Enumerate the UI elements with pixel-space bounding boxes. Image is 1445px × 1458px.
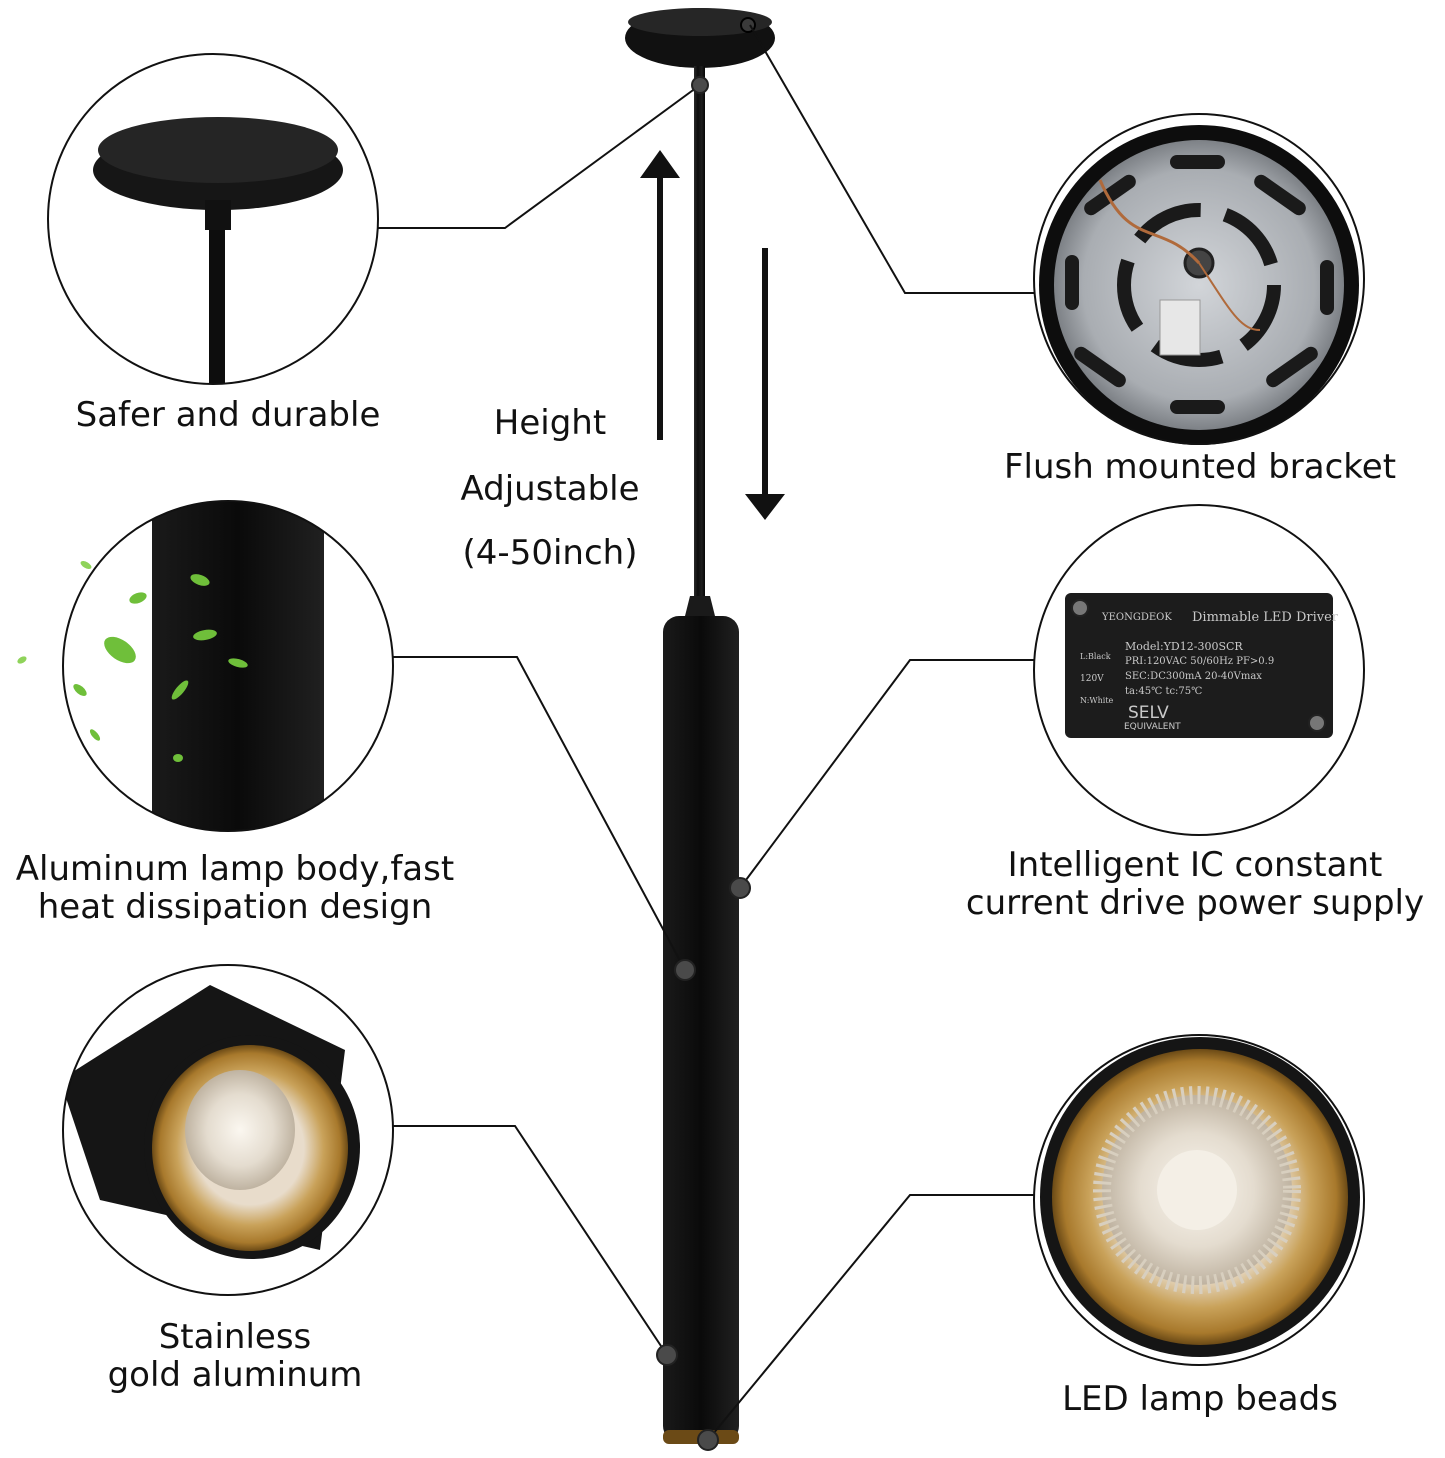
connector-lines: [378, 24, 1036, 1441]
height-arrows: [640, 150, 785, 520]
driver-pri: PRI:120VAC 50/60Hz PF>0.9: [1125, 656, 1274, 667]
driver-caption-line1: Intelligent IC constant: [1007, 845, 1383, 885]
canopy-detail-circle: [47, 53, 379, 385]
height-caption-line2: Adjustable: [460, 469, 640, 509]
height-caption-line1: Height: [493, 403, 607, 443]
gold-caption-line1: Stainless: [158, 1317, 312, 1357]
canopy-caption: Safer and durable: [75, 395, 381, 435]
beads-caption: LED lamp beads: [1062, 1379, 1338, 1419]
driver-model: Model:YD12-300SCR: [1125, 640, 1243, 653]
gold-caption-line2: gold aluminum: [107, 1355, 363, 1395]
driver-brand: YEONGDEOK: [1101, 612, 1172, 623]
driver-equivalent: EQUIVALENT: [1124, 722, 1181, 732]
driver-detail-circle: [1033, 504, 1365, 836]
driver-sec: SEC:DC300mA 20-40Vmax: [1125, 671, 1262, 682]
lamp-tube: [663, 616, 739, 1442]
lamp-body-detail-circle: [17, 500, 394, 832]
driver-title: Dimmable LED Driver: [1192, 610, 1339, 625]
gold-aluminum-detail-circle: [62, 964, 394, 1296]
driver-caption-line2: current drive power supply: [965, 883, 1425, 923]
body-caption-line1: Aluminum lamp body,fast: [15, 849, 455, 889]
driver-label: YEONGDEOK Dimmable LED Driver Model:YD12…: [1080, 610, 1339, 732]
pendant-lamp: [625, 8, 775, 1444]
bracket-detail-circle: [1033, 113, 1365, 445]
suspension-rod: [694, 66, 705, 596]
driver-120v: 120V: [1080, 674, 1104, 684]
led-driver: [1065, 593, 1333, 738]
height-caption-line3: (4-50inch): [462, 533, 638, 573]
driver-n-white: N:White: [1080, 696, 1114, 705]
leaf-icon: [73, 574, 248, 762]
leaf-icon: [17, 561, 92, 664]
arrow-up-icon: [640, 150, 680, 178]
arrow-down-icon: [745, 494, 785, 520]
bracket-caption: Flush mounted bracket: [1003, 447, 1397, 487]
driver-l-black: L:Black: [1080, 652, 1111, 661]
anchor-dots: [656, 76, 751, 1451]
body-caption-line2: heat dissipation design: [37, 887, 433, 927]
led-beads-detail-circle: [1033, 1034, 1365, 1366]
driver-selv: SELV: [1128, 703, 1169, 723]
driver-temps: ta:45℃ tc:75℃: [1125, 686, 1202, 697]
tube-cap: [684, 596, 716, 620]
